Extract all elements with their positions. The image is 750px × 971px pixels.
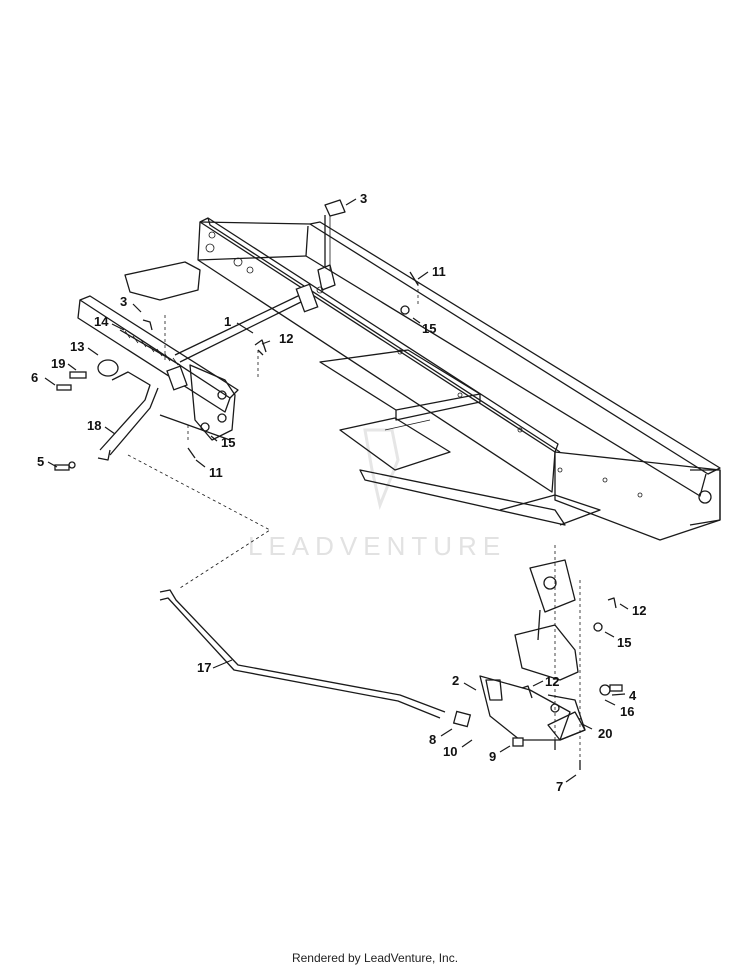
callout-11-left: 11 (209, 465, 223, 480)
callout-3-left: 3 (120, 294, 127, 309)
callout-15-right: 15 (617, 635, 631, 650)
callout-15-left: 15 (221, 435, 235, 450)
callout-12-bracket: 12 (545, 674, 559, 689)
callout-11-top: 11 (432, 264, 446, 279)
lift-lever (97, 359, 231, 461)
callout-13: 13 (70, 339, 84, 354)
frame (124, 217, 721, 641)
callout-18: 18 (87, 418, 101, 433)
callout-10: 10 (443, 744, 457, 759)
callout-12-mid: 12 (279, 331, 293, 346)
callout-7: 7 (556, 779, 563, 794)
callout-14: 14 (94, 314, 109, 329)
callout-3-top: 3 (360, 191, 367, 206)
callouts: 3 11 15 1 12 3 14 13 19 6 18 5 15 11 17 … (31, 191, 646, 794)
callout-5: 5 (37, 454, 44, 469)
watermark-text: LEADVENTURE (248, 531, 506, 561)
callout-6: 6 (31, 370, 38, 385)
callout-16: 16 (620, 704, 634, 719)
callout-17: 17 (197, 660, 211, 675)
washers-and-pins (54, 271, 623, 699)
watermark: LEADVENTURE (248, 428, 506, 561)
alignment-lines (127, 283, 581, 760)
pin-top (317, 199, 346, 291)
callout-9: 9 (489, 749, 496, 764)
callout-12-right: 12 (632, 603, 646, 618)
spring (119, 329, 181, 366)
pivot-bracket (166, 364, 236, 441)
leader-lines (44, 198, 629, 783)
callout-2: 2 (452, 673, 459, 688)
callout-1: 1 (224, 314, 231, 329)
callout-4: 4 (629, 688, 637, 703)
deck-lift-shaft (77, 283, 319, 413)
render-credit: Rendered by LeadVenture, Inc. (291, 951, 459, 965)
callout-15-top: 15 (422, 321, 436, 336)
callout-19: 19 (51, 356, 65, 371)
callout-8: 8 (429, 732, 436, 747)
callout-20: 20 (598, 726, 612, 741)
lift-link (159, 589, 472, 728)
